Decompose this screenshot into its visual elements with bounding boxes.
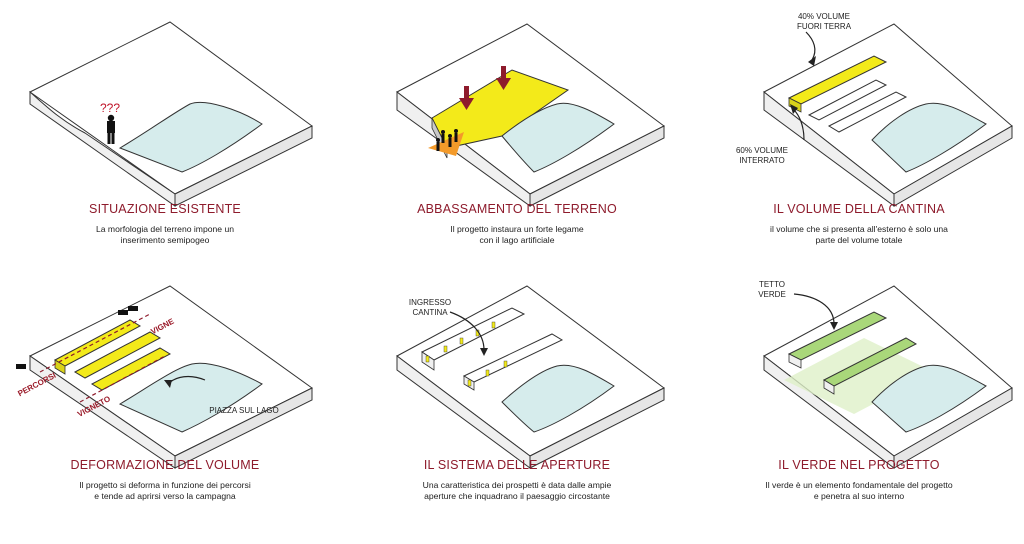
- terrain-diagram-6: [763, 285, 1013, 470]
- panel-description: Il progetto instaura un forte legame con…: [450, 224, 584, 245]
- car-icons: [16, 306, 138, 369]
- panel-title: ABBASSAMENTO DEL TERRENO: [417, 202, 617, 216]
- terrain-diagram-4: [16, 285, 313, 469]
- panel-title: IL VERDE NEL PROGETTO: [778, 458, 940, 472]
- panel-description: La morfologia del terreno impone un inse…: [95, 224, 235, 245]
- panel-title: SITUAZIONE ESISTENTE: [89, 202, 241, 216]
- panel-description: Il progetto si deforma in funzione dei p…: [79, 480, 251, 501]
- panel-description: Una caratteristica dei prospetti è data …: [422, 480, 612, 501]
- people-group: [436, 129, 458, 151]
- annotation-tetto-verde: TETTO VERDE: [758, 280, 786, 299]
- window-openings: [425, 321, 508, 387]
- panel-title: DEFORMAZIONE DEL VOLUME: [70, 458, 260, 472]
- panel-description: Il verde è un elemento fondamentale del …: [765, 480, 953, 501]
- annotation-40-volume: 40% VOLUME FUORI TERRA: [796, 12, 852, 31]
- panel-volume-cantina: 40% VOLUME FUORI TERRA 60% VOLUME INTERR…: [694, 0, 1024, 270]
- annotation-ingresso-cantina: INGRESSO CANTINA: [408, 298, 452, 317]
- terrain-diagram-1: ???: [29, 21, 313, 207]
- panel-sistema-aperture: INGRESSO CANTINA IL SISTEMA DELLE APERTU…: [352, 272, 682, 542]
- terrain-diagram-5: [396, 285, 665, 469]
- annotation-piazza-lago: PIAZZA SUL LAGO: [209, 406, 279, 415]
- terrain-diagram-3: [763, 23, 1013, 207]
- question-marks: ???: [100, 101, 120, 115]
- terrain-diagram-2: [396, 23, 665, 207]
- panel-verde-progetto: TETTO VERDE IL VERDE NEL PROGETTO Il ver…: [694, 272, 1024, 542]
- panel-title: IL SISTEMA DELLE APERTURE: [423, 458, 611, 472]
- panel-abbassamento-terreno: ABBASSAMENTO DEL TERRENO Il progetto ins…: [352, 0, 682, 270]
- panel-description: il volume che si presenta all'esterno è …: [770, 224, 948, 245]
- panel-title: IL VOLUME DELLA CANTINA: [773, 202, 945, 216]
- down-arrows: [459, 66, 511, 110]
- panel-situazione-esistente: ??? SITUAZIONE ESISTENTE La morfologia d…: [0, 0, 330, 270]
- panel-deformazione-volume: PERCORSI VIGNE VIGNETO PIAZZA SUL LAGO D…: [0, 272, 330, 542]
- person-figure: [107, 114, 115, 144]
- annotation-60-volume: 60% VOLUME INTERRATO: [735, 146, 789, 165]
